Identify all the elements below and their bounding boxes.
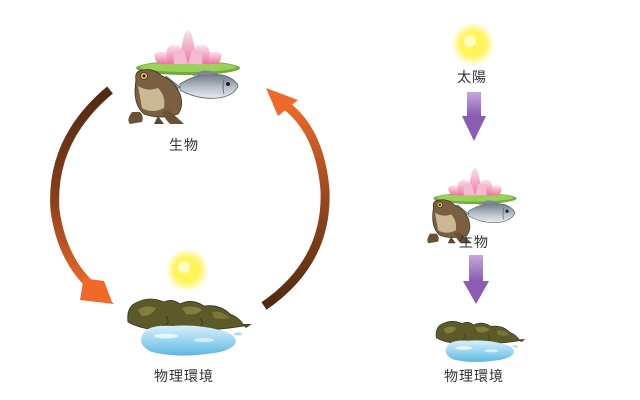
water-pool-icon xyxy=(435,320,526,363)
environment-group-cycle xyxy=(127,298,253,357)
environment-group-flow xyxy=(435,320,526,363)
organism-group-cycle xyxy=(127,29,241,125)
sun-icon xyxy=(451,22,495,66)
arrow-organisms-to-environment xyxy=(50,86,114,304)
arrow-environment-to-organisms xyxy=(261,88,330,310)
environment-label-cycle: 物理環境 xyxy=(154,369,214,385)
cycle-diagram xyxy=(50,29,330,357)
sun-icon xyxy=(165,248,209,292)
rock-icon xyxy=(127,298,253,357)
flow-diagram xyxy=(426,22,526,363)
environment-label-flow: 物理環境 xyxy=(444,369,504,385)
flow-arrow-sun-to-organisms xyxy=(462,92,486,141)
lotus-flower-icon xyxy=(127,29,241,125)
organisms-label-cycle: 生物 xyxy=(169,138,199,154)
flow-arrow-organisms-to-environment xyxy=(463,255,489,304)
organisms-label-flow: 生物 xyxy=(459,235,489,251)
sun-label-flow: 太陽 xyxy=(457,70,487,86)
